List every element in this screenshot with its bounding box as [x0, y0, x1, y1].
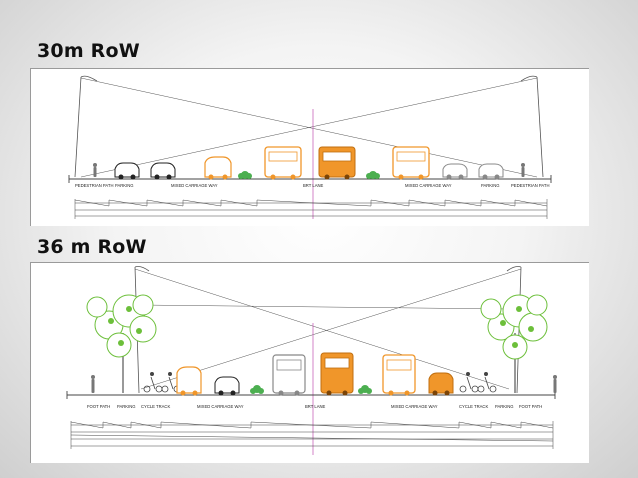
- dimension-lines: [74, 199, 548, 219]
- label-foot-path: FOOT PATH: [519, 404, 542, 409]
- label-brt-lane: BRT LANE: [303, 183, 324, 188]
- label-foot-path: FOOT PATH: [87, 404, 110, 409]
- car-icon: [442, 163, 468, 180]
- bus-icon: [320, 352, 354, 396]
- car-icon: [214, 376, 240, 396]
- bus-icon: [392, 146, 430, 180]
- label-cycle-track: CYCLE TRACK: [141, 404, 170, 409]
- section-30-svg: PEDESTRIAN PATH PARKING MIXED CARRIAGE W…: [68, 75, 552, 219]
- tree-icon: [86, 294, 157, 393]
- label-brt-lane: BRT LANE: [305, 404, 326, 409]
- dimension-lines: [70, 421, 554, 449]
- section-36-svg: FOOT PATH PARKING CYCLE TRACK MIXED CARR…: [66, 266, 557, 455]
- bus-icon: [264, 146, 302, 180]
- bus-icon: [318, 146, 356, 180]
- car-icon: [150, 162, 176, 180]
- label-mixed-carriage-way: MIXED CARRIAGE WAY: [171, 183, 218, 188]
- auto-rickshaw-icon: [204, 156, 232, 180]
- car-icon: [428, 372, 454, 396]
- label-parking: PARKING: [481, 183, 500, 188]
- label-mixed-carriage-way: MIXED CARRIAGE WAY: [197, 404, 244, 409]
- bus-icon: [272, 354, 306, 396]
- bus-icon: [382, 354, 416, 396]
- label-mixed-carriage-way: MIXED CARRIAGE WAY: [405, 183, 452, 188]
- section-30-drawing: PEDESTRIAN PATH PARKING MIXED CARRIAGE W…: [30, 68, 589, 226]
- section-36-drawing: FOOT PATH PARKING CYCLE TRACK MIXED CARR…: [30, 262, 589, 463]
- auto-rickshaw-icon: [176, 366, 202, 396]
- label-parking: PARKING: [115, 183, 134, 188]
- car-icon: [114, 162, 140, 180]
- section-30-title: 30m RoW: [37, 40, 140, 62]
- tree-icon: [480, 294, 548, 393]
- label-pedestrian-path: PEDESTRIAN PATH: [75, 183, 113, 188]
- label-pedestrian-path: PEDESTRIAN PATH: [511, 183, 549, 188]
- section-36-title: 36 m RoW: [37, 236, 147, 258]
- label-parking: PARKING: [117, 404, 136, 409]
- cyclist-icon: [143, 372, 497, 393]
- car-icon: [478, 163, 504, 180]
- label-parking: PARKING: [495, 404, 514, 409]
- label-mixed-carriage-way: MIXED CARRIAGE WAY: [391, 404, 438, 409]
- label-cycle-track: CYCLE TRACK: [459, 404, 488, 409]
